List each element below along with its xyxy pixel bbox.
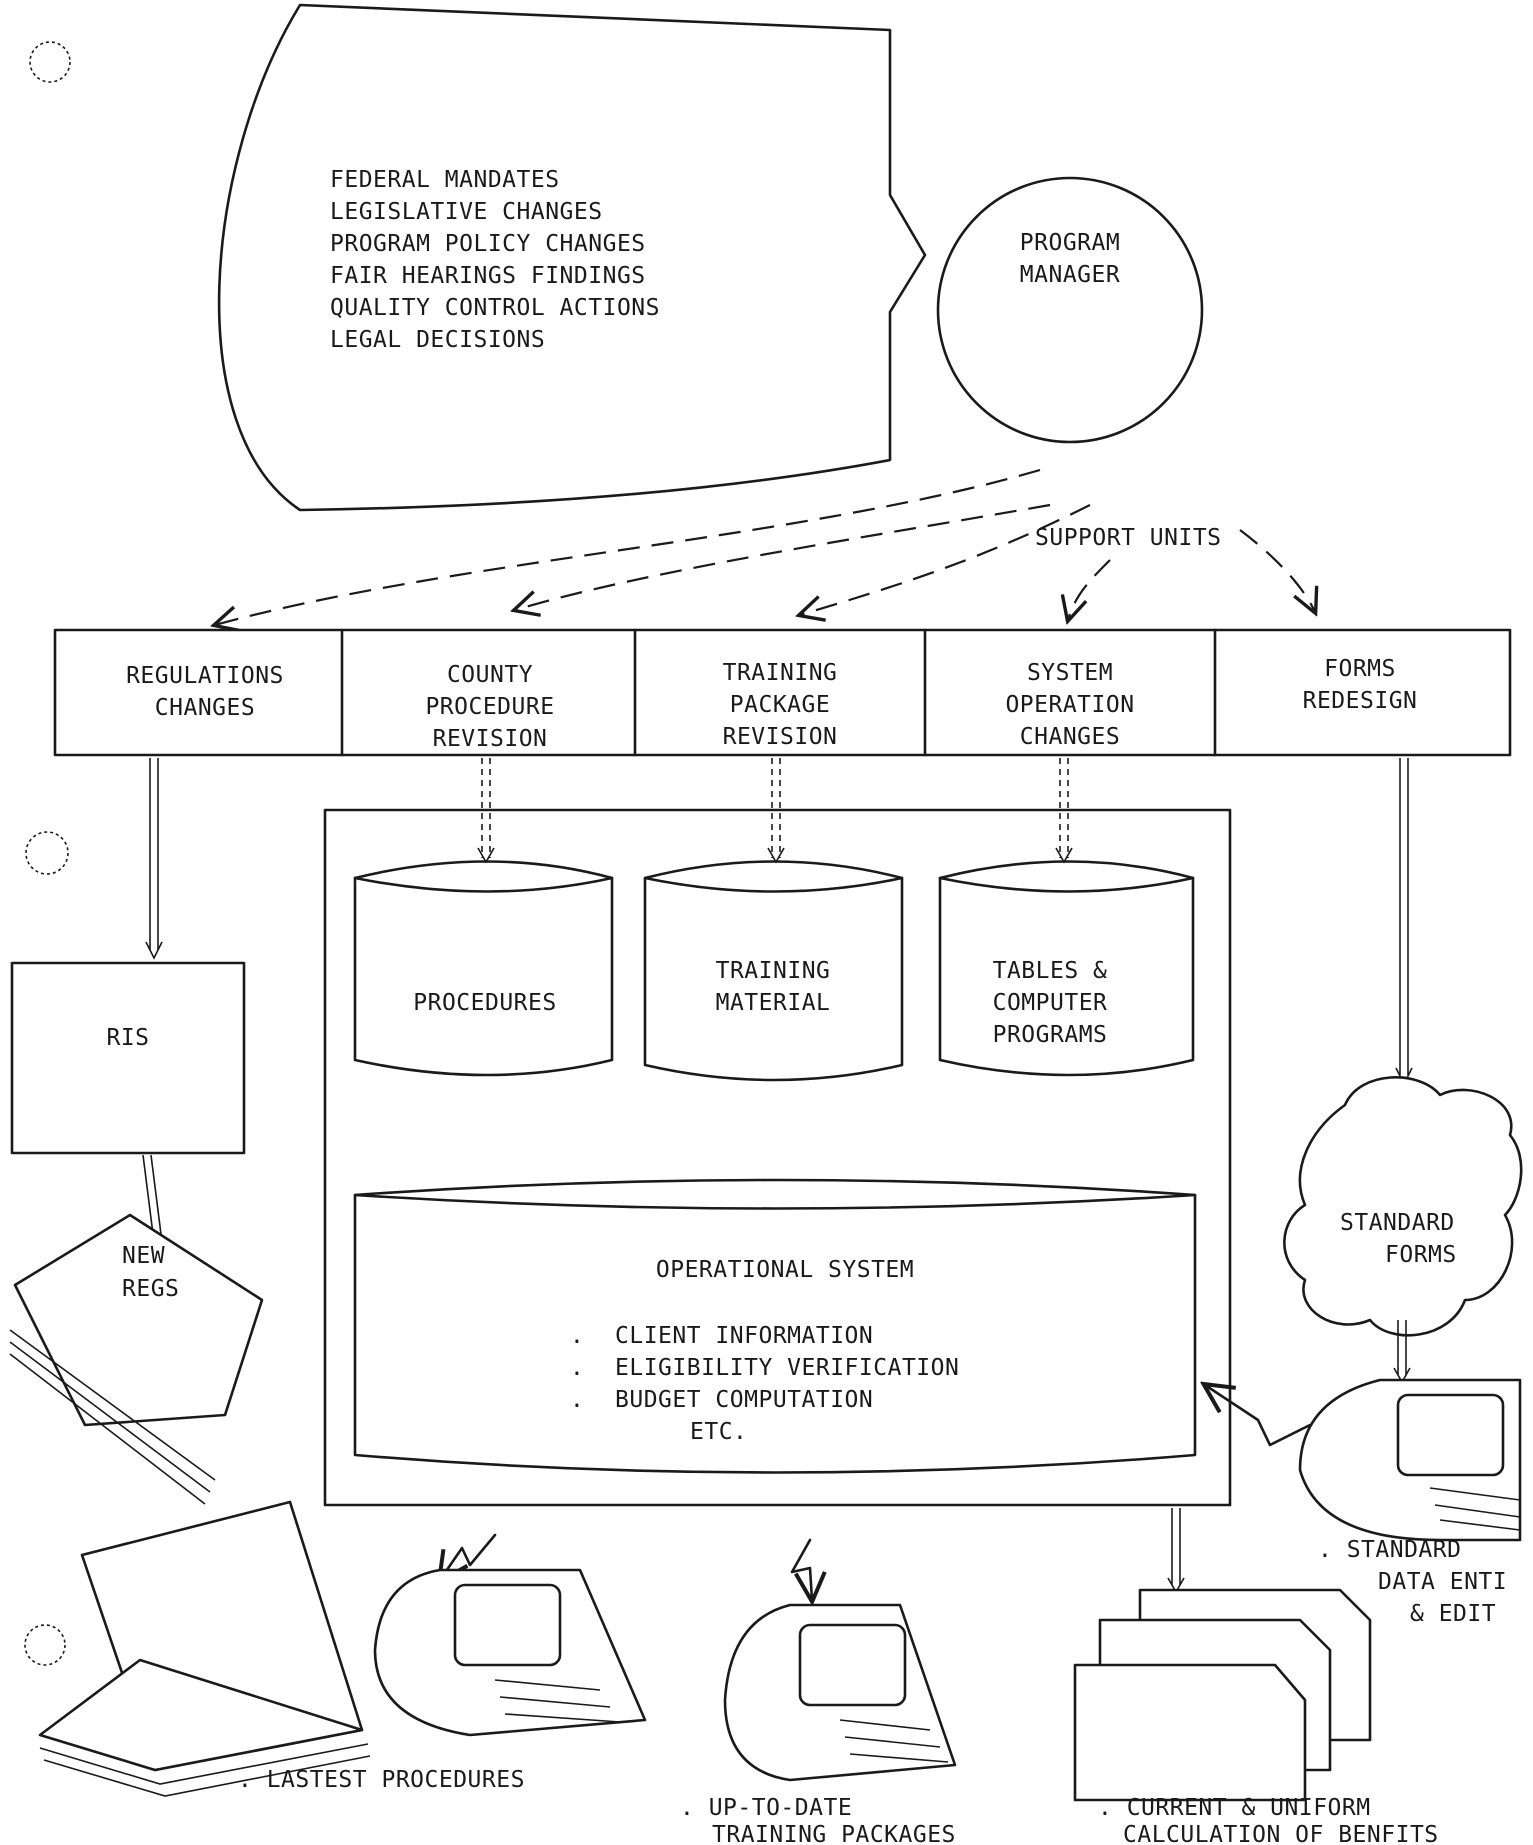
unit-label: PROCEDURE — [425, 694, 554, 720]
training-packages-label: TRAINING PACKAGES — [712, 1822, 956, 1845]
unit-label: REVISION — [433, 726, 548, 752]
unit-label: SYSTEM — [1027, 660, 1113, 686]
unit-label: REGULATIONS — [126, 663, 284, 689]
unit-label: REVISION — [723, 724, 838, 750]
training-terminal — [725, 1605, 955, 1780]
operational-item: ELIGIBILITY VERIFICATION — [615, 1355, 959, 1381]
ris-label: RIS — [106, 1025, 149, 1051]
operational-item: CLIENT INFORMATION — [615, 1323, 873, 1349]
operational-system-title: OPERATIONAL SYSTEM — [656, 1257, 914, 1283]
latest-procedures-label: . LASTEST PROCEDURES — [238, 1767, 525, 1793]
benefit-documents-stack — [1075, 1590, 1370, 1800]
operational-item: ETC. — [690, 1419, 747, 1445]
ris-box — [12, 963, 244, 1153]
program-manager-label: PROGRAM — [1020, 230, 1120, 256]
input-line: PROGRAM POLICY CHANGES — [330, 231, 646, 257]
store-procedures — [355, 862, 612, 1076]
store-label: COMPUTER — [993, 990, 1108, 1016]
unit-label: OPERATION — [1005, 692, 1134, 718]
unit-label: CHANGES — [1020, 724, 1120, 750]
program-manager-label: MANAGER — [1020, 262, 1120, 288]
standard-forms-label: FORMS — [1385, 1242, 1457, 1268]
forms-feed-arrow — [1396, 758, 1412, 1084]
standard-forms-cloud — [1284, 1077, 1521, 1335]
benefits-label: . CURRENT & UNIFORM — [1098, 1795, 1371, 1821]
store-label: PROGRAMS — [993, 1022, 1108, 1048]
store-label: TRAINING — [716, 958, 831, 984]
store-label: TABLES & — [993, 958, 1108, 984]
terminal-to-system-link — [1205, 1385, 1310, 1445]
new-regs-label: NEW — [122, 1243, 165, 1269]
data-entry-label: . STANDARD — [1318, 1537, 1461, 1563]
support-units-label: SUPPORT UNITS — [1035, 525, 1222, 551]
unit-label: FORMS — [1324, 656, 1396, 682]
data-entry-label: DATA ENTI — [1378, 1569, 1507, 1595]
operational-bullet: . — [570, 1355, 584, 1381]
unit-training-package-revision: TRAINING PACKAGE REVISION — [723, 660, 838, 750]
program-manager-circle — [938, 178, 1202, 442]
operational-bullet: . — [570, 1387, 584, 1413]
input-line: LEGAL DECISIONS — [330, 327, 545, 353]
system-to-terminal-link — [792, 1540, 812, 1600]
unit-label: TRAINING — [723, 660, 838, 686]
unit-label: REDESIGN — [1303, 688, 1418, 714]
operational-bullet: . — [570, 1323, 584, 1349]
mandates-input-shape — [219, 5, 925, 510]
regulations-feed-arrow — [146, 758, 162, 958]
scan-hole-marks — [25, 42, 70, 1665]
benefits-label: CALCULATION OF BENFITS — [1123, 1822, 1439, 1845]
input-line: QUALITY CONTROL ACTIONS — [330, 295, 660, 321]
new-regs-label: REGS — [122, 1276, 179, 1302]
input-line: FEDERAL MANDATES — [330, 167, 560, 193]
procedures-terminal — [375, 1570, 645, 1735]
store-label: MATERIAL — [716, 990, 831, 1016]
unit-label: CHANGES — [155, 695, 255, 721]
data-entry-terminal — [1300, 1380, 1520, 1540]
unit-label: COUNTY — [447, 662, 533, 688]
latest-procedures-binder — [40, 1502, 370, 1796]
data-entry-label: & EDIT — [1410, 1601, 1496, 1627]
store-label: PROCEDURES — [413, 990, 556, 1016]
training-packages-label: . UP-TO-DATE — [680, 1795, 852, 1821]
input-line: LEGISLATIVE CHANGES — [330, 199, 603, 225]
input-line: FAIR HEARINGS FINDINGS — [330, 263, 646, 289]
unit-label: PACKAGE — [730, 692, 830, 718]
system-to-documents-arrow — [1168, 1508, 1184, 1592]
operational-item: BUDGET COMPUTATION — [615, 1387, 873, 1413]
standard-forms-label: STANDARD — [1340, 1210, 1455, 1236]
